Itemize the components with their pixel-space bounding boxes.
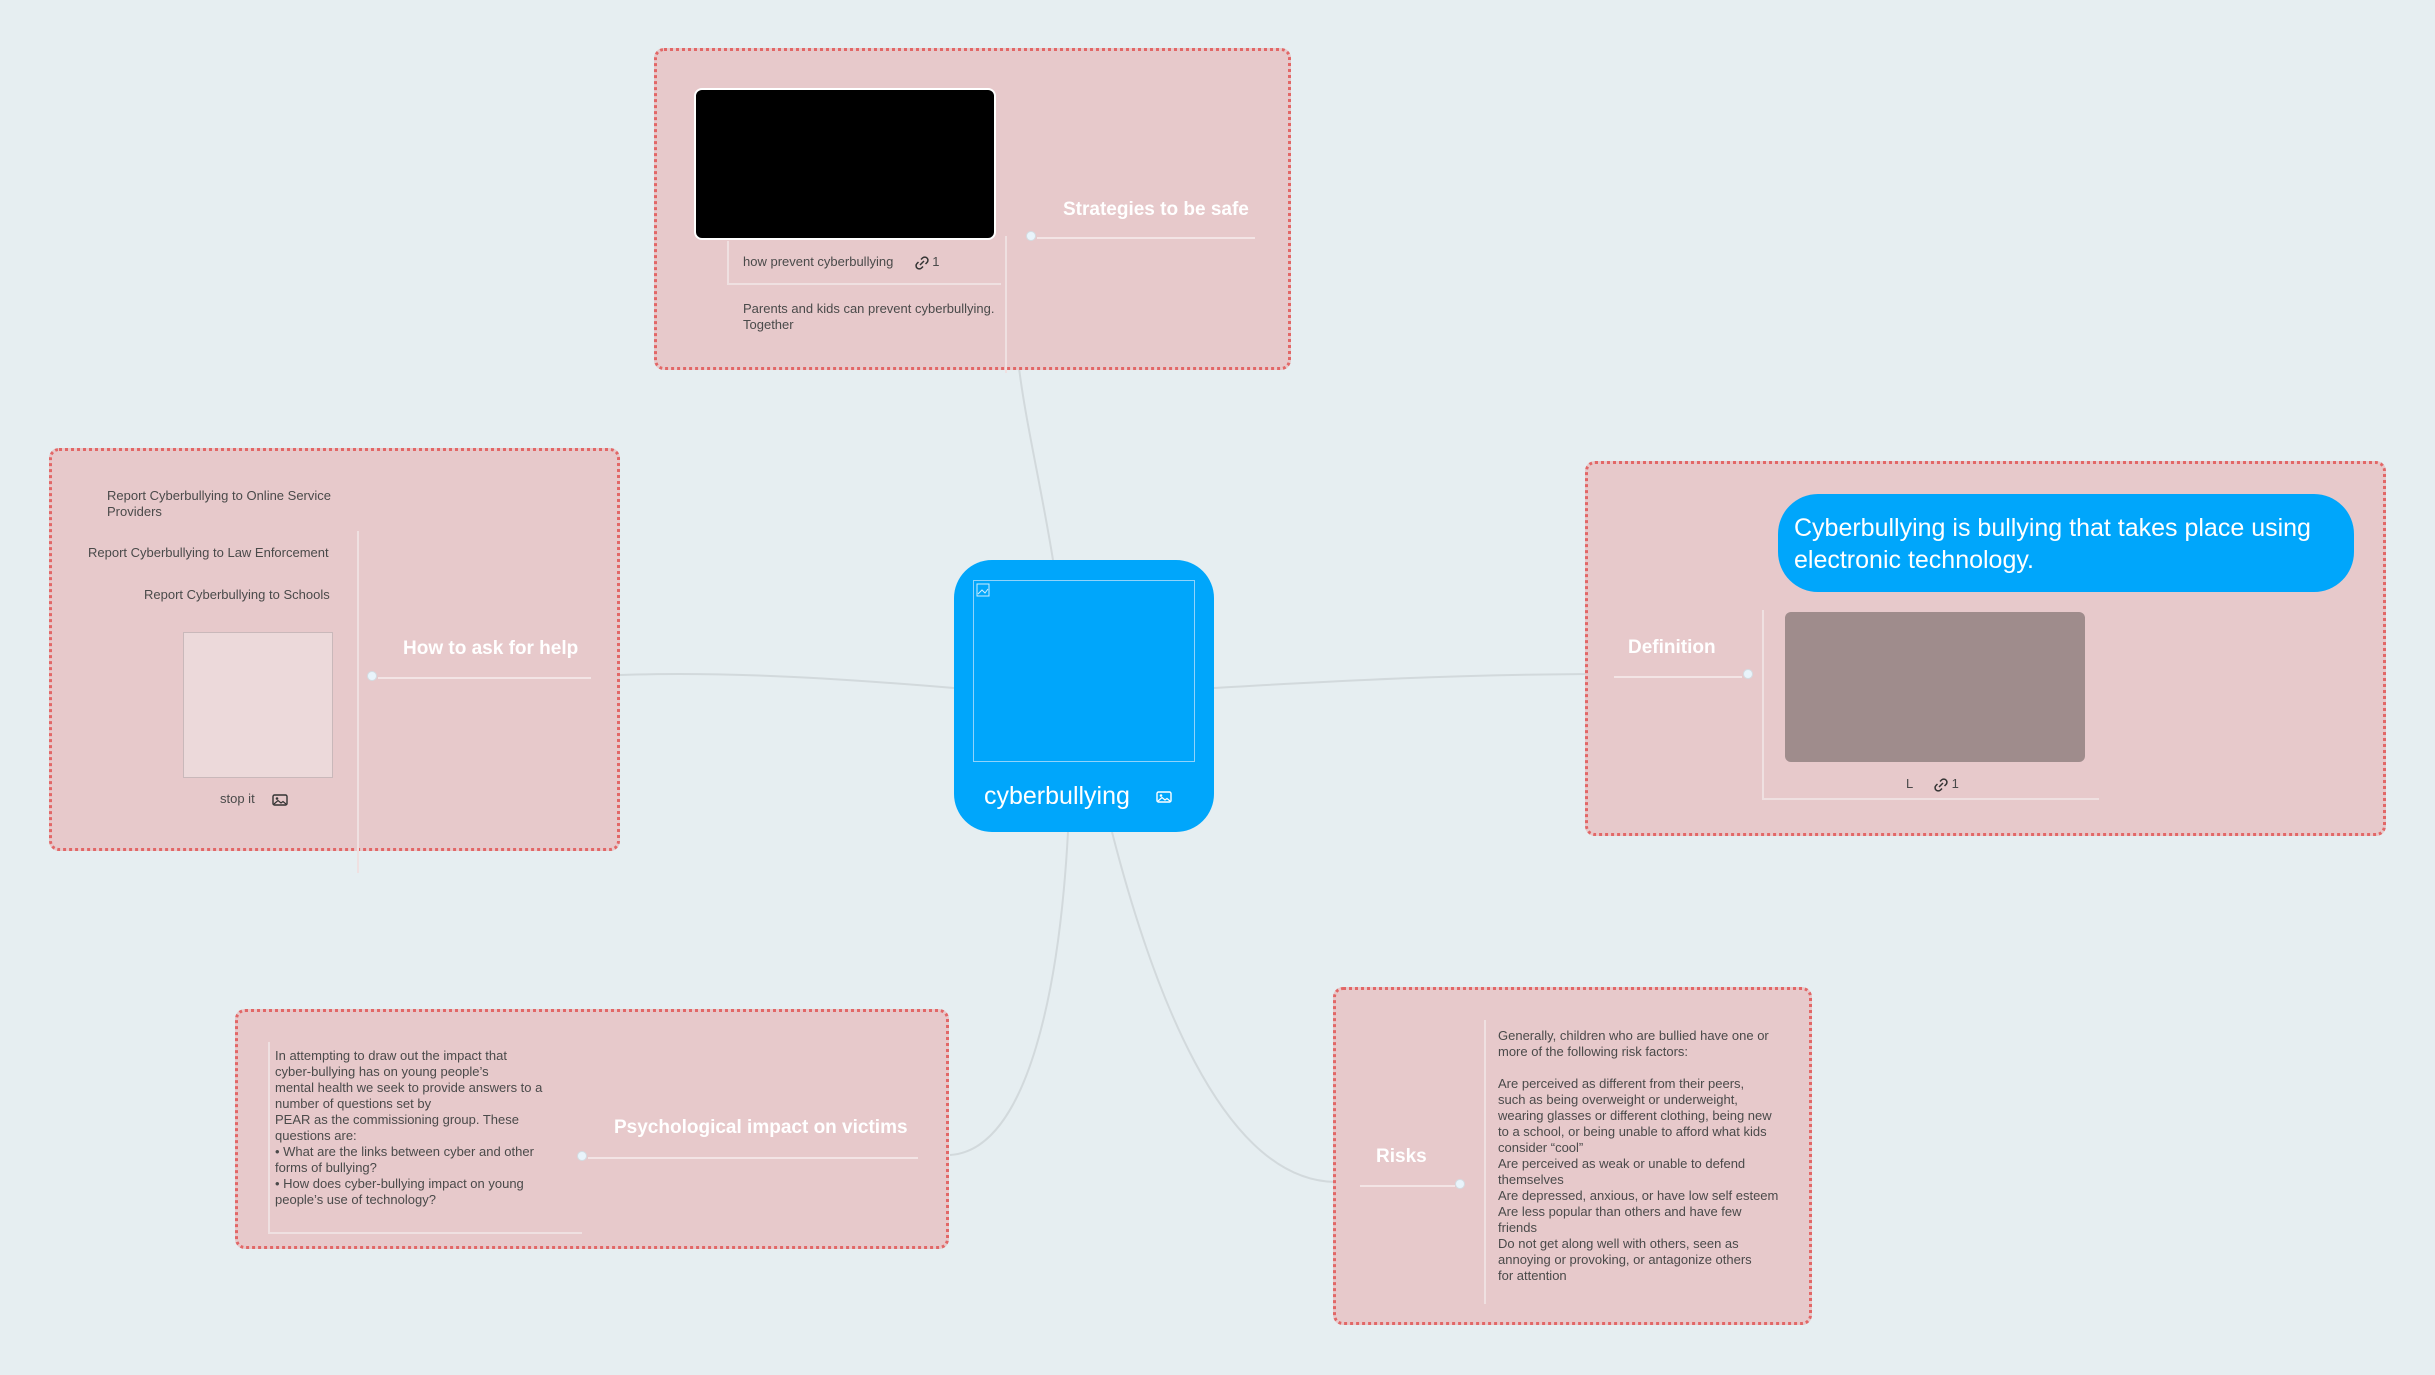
connector-help [619,672,955,689]
risks-text: Generally, children who are bullied have… [1498,1028,1779,1283]
connector-psych [949,831,1069,1156]
center-label: cyberbullying [984,782,1172,811]
help-node-dot[interactable] [367,671,377,681]
strategies-branch-line [1005,236,1007,373]
strategies-region: how prevent cyberbullying 1 Parents and … [654,48,1291,373]
definition-title[interactable]: Definition [1628,637,1716,658]
risks-region: Generally, children who are bullied have… [1333,987,1812,1325]
help-item-law[interactable]: Report Cyberbullying to Law Enforcement [88,545,329,560]
psych-node-dot[interactable] [577,1151,587,1161]
image-icon[interactable] [272,793,288,806]
strategies-note: Parents and kids can prevent cyberbullyi… [743,301,995,332]
help-title[interactable]: How to ask for help [403,638,579,659]
help-image[interactable] [183,632,333,778]
definition-bubble[interactable]: Cyberbullying is bullying that takes pla… [1778,494,2354,592]
strategies-video-label: how prevent cyberbullying 1 [743,254,940,270]
strategies-node-dot[interactable] [1026,231,1036,241]
definition-underline [1614,676,1742,678]
strategies-video[interactable] [694,88,996,240]
psych-region: In attempting to draw out the impact tha… [235,1009,949,1249]
connector-definition [1213,673,1589,689]
help-branch-line [357,531,359,873]
strategies-underline [1037,237,1255,239]
connector-risks [1111,831,1336,1183]
definition-link-count: 1 [1951,776,1959,791]
broken-image-icon [976,583,990,597]
center-node[interactable]: cyberbullying [954,560,1214,832]
definition-node-dot[interactable] [1743,669,1753,679]
psych-leaf-frame [268,1042,582,1234]
definition-image-label: L 1 [1906,776,1959,792]
risks-title[interactable]: Risks [1376,1146,1427,1167]
help-region: Report Cyberbullying to Online Service P… [49,448,620,873]
help-item-schools[interactable]: Report Cyberbullying to Schools [144,587,330,602]
image-icon[interactable] [1156,791,1172,804]
link-icon[interactable] [914,255,929,270]
definition-image[interactable] [1785,612,2085,762]
definition-leaf-frame [1762,610,2099,800]
connector-strategies [1017,359,1054,561]
help-underline [378,677,591,679]
risks-branch-line [1484,1020,1486,1304]
help-image-label: stop it [220,791,288,807]
help-item-online[interactable]: Report Cyberbullying to Online Service P… [107,488,331,519]
risks-underline [1360,1185,1455,1187]
center-image[interactable] [973,580,1195,762]
link-icon[interactable] [1934,777,1948,792]
risks-node-dot[interactable] [1455,1179,1465,1189]
psych-underline [588,1157,918,1159]
strategies-leaf-frame [727,241,1001,285]
psych-title[interactable]: Psychological impact on victims [614,1117,908,1138]
strategies-title[interactable]: Strategies to be safe [1063,199,1249,220]
strategies-link-count: 1 [932,254,940,269]
psych-text: In attempting to draw out the impact tha… [275,1048,543,1207]
